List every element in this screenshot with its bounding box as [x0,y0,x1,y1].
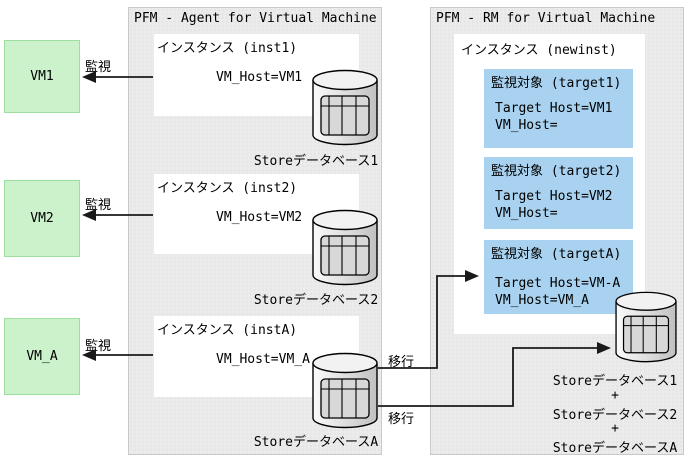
database-cylinder-icon [312,209,378,286]
target-label: 監視対象 (target1) [491,76,622,91]
vm-label: VM2 [30,211,54,226]
vm-label: VM_A [26,349,58,364]
target-label: 監視対象 (targetA) [491,247,622,262]
vm-host-value: VM_Host=VM2 [216,210,303,225]
merged-store-line-a: StoreデータベースA [552,441,678,456]
migrate-label-2: 移行 [388,412,415,427]
merged-store-line-2: Storeデータベース2 [552,408,678,423]
agent-panel: PFM - Agent for Virtual Machine インスタンス (… [128,7,382,455]
table-glyph [320,95,370,136]
instance-label: インスタンス (inst1) [157,41,298,56]
target-box-target2: 監視対象 (target2) Target Host=VM2 VM_Host= [484,157,633,229]
table-glyph [320,235,370,276]
target-label: 監視対象 (target2) [491,164,622,179]
cylinder-top [615,291,677,311]
monitor-label-1: 監視 [85,60,112,75]
monitor-label-2: 監視 [85,198,112,213]
vm-host-value: VM_Host=VM_A [495,293,589,308]
cylinder-top [312,69,378,91]
instance-label: インスタンス (inst2) [157,181,298,196]
table-grid-lines [321,96,369,135]
rm-panel: PFM - RM for Virtual Machine インスタンス (new… [430,7,684,456]
merged-store-line-1: Storeデータベース1 [552,374,678,389]
cylinder-top [312,209,378,231]
target-box-target1: 監視対象 (target1) Target Host=VM1 VM_Host= [484,69,633,148]
table-glyph [320,378,370,419]
database-cylinder-icon [312,69,378,146]
vm-box-vma: VM_A [4,318,80,395]
agent-panel-title: PFM - Agent for Virtual Machine [134,11,377,26]
migrate-label-1: 移行 [388,355,415,370]
instance-label: インスタンス (newinst) [461,43,617,58]
vm-box-vm2: VM2 [4,180,80,257]
table-grid-lines [321,379,369,418]
target-box-targeta: 監視対象 (targetA) Target Host=VM-A VM_Host=… [484,240,633,314]
merged-store-plus: + [611,421,619,436]
vm-label: VM1 [30,69,54,84]
store-db-label-a: StoreデータベースA [253,435,379,450]
rm-panel-title: PFM - RM for Virtual Machine [436,11,656,26]
vm-box-vm1: VM1 [4,40,80,113]
monitor-label-3: 監視 [85,339,112,354]
merged-store-plus: + [611,388,619,403]
target-host-value: Target Host=VM2 [495,189,613,204]
cylinder-top [312,352,378,374]
vm-host-value: VM_Host=VM_A [216,352,310,367]
vm-host-value: VM_Host= [495,206,558,221]
database-cylinder-icon [312,352,378,429]
store-db-label-1: Storeデータベース1 [253,154,379,169]
vm-host-value: VM_Host= [495,118,558,133]
instance-label: インスタンス (instA) [157,323,298,338]
target-host-value: Target Host=VM1 [495,101,613,116]
table-grid-lines [623,316,669,353]
table-grid-lines [321,236,369,275]
merged-database-cylinder-icon [615,291,677,363]
table-glyph [622,315,670,354]
store-db-label-2: Storeデータベース2 [253,293,379,308]
vm-host-value: VM_Host=VM1 [216,70,303,85]
target-host-value: Target Host=VM-A [495,276,621,291]
